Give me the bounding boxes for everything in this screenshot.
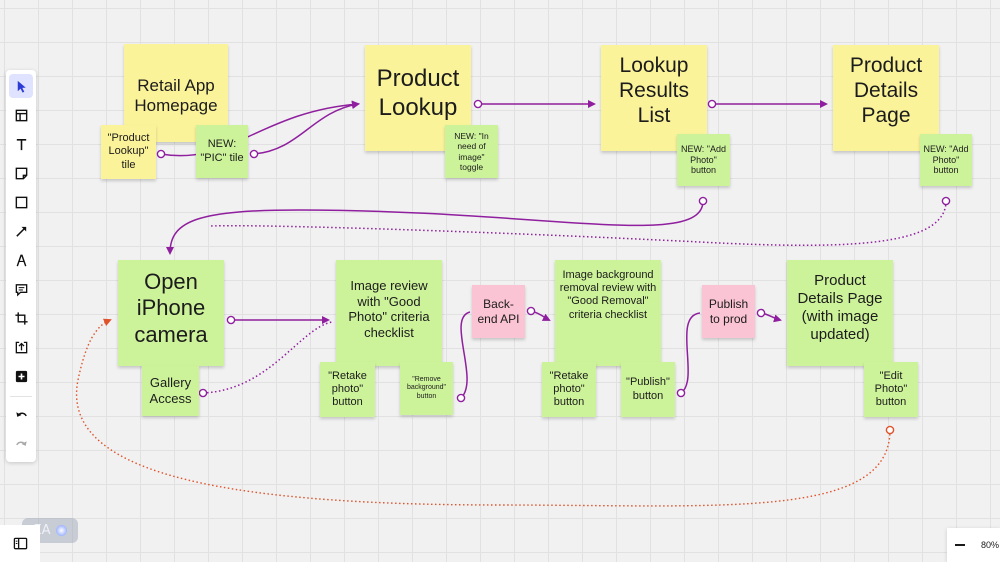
sticky-remove-background-button[interactable]: "Remove background" button <box>400 362 453 415</box>
sticky-lookup-results-list[interactable]: Lookup Results List <box>601 45 707 151</box>
upload-tool-icon[interactable] <box>9 335 33 359</box>
text-tool-icon[interactable] <box>9 132 33 156</box>
sticky-publish-to-prod[interactable]: Publish to prod <box>702 285 755 338</box>
connector-endpoint <box>885 425 895 435</box>
connector-add-photo-to-camera <box>166 200 704 255</box>
connector-api-to-bg-review <box>530 310 551 321</box>
sticky-gallery-access[interactable]: Gallery Access <box>142 366 199 416</box>
zoom-level[interactable]: 80% <box>981 540 1000 550</box>
connector-endpoint <box>456 393 466 403</box>
frame-tool-icon[interactable] <box>9 103 33 127</box>
sticky-retake-photo-button-1[interactable]: "Retake photo" button <box>320 362 375 417</box>
ai-sparkle-icon <box>55 525 67 536</box>
toolbar-separator <box>10 396 32 397</box>
connector-endpoint <box>756 308 766 318</box>
comment-tool-icon[interactable] <box>9 277 33 301</box>
sticky-in-need-of-image-toggle[interactable]: NEW: "In need of image" toggle <box>445 125 498 178</box>
connector-endpoint <box>198 388 208 398</box>
connector-remove-bg-to-api <box>460 311 471 399</box>
select-tool-icon[interactable] <box>9 74 33 98</box>
connector-endpoint <box>226 315 236 325</box>
connector-publish-to-prod <box>680 312 701 394</box>
more-tool-icon[interactable] <box>9 364 33 388</box>
connector-pic-tile-to-product-lookup <box>253 101 360 155</box>
sticky-bg-removal-review[interactable]: Image background removal review with "Go… <box>555 260 661 366</box>
crop-tool-icon[interactable] <box>9 306 33 330</box>
undo-icon[interactable] <box>9 403 33 427</box>
connector-tool-icon[interactable] <box>9 219 33 243</box>
sticky-image-review[interactable]: Image review with "Good Photo" criteria … <box>336 260 442 366</box>
redo-icon[interactable] <box>9 432 33 456</box>
sticky-pic-tile[interactable]: NEW: "PIC" tile <box>196 125 248 178</box>
sticky-publish-button[interactable]: "Publish" button <box>621 362 675 417</box>
zoom-control: 80% <box>947 528 1000 562</box>
connector-endpoint <box>473 99 483 109</box>
connector-endpoint <box>698 196 708 206</box>
left-toolbar <box>6 70 36 462</box>
sticky-open-iphone-camera[interactable]: Open iPhone camera <box>118 260 224 366</box>
panel-toggle-icon <box>13 537 27 550</box>
connector-endpoint <box>941 196 951 206</box>
connector-endpoint <box>249 149 259 159</box>
connector-add-photo-details-to-camera <box>209 200 947 247</box>
minus-icon <box>955 544 965 546</box>
connector-endpoint <box>156 149 166 159</box>
sticky-edit-photo-button[interactable]: "Edit Photo" button <box>864 362 918 417</box>
sticky-product-lookup[interactable]: Product Lookup <box>365 45 471 151</box>
sticky-retake-photo-button-2[interactable]: "Retake photo" button <box>542 362 596 417</box>
sticky-product-details-updated[interactable]: Product Details Page (with image updated… <box>787 260 893 366</box>
zoom-out-button[interactable] <box>947 528 973 562</box>
connector-prod-to-details-updated <box>760 312 782 323</box>
connector-endpoint <box>707 99 717 109</box>
sticky-add-photo-button-results[interactable]: NEW: "Add Photo" button <box>677 134 730 186</box>
shape-tool-icon[interactable] <box>9 190 33 214</box>
sticky-product-details-page[interactable]: Product Details Page <box>833 45 939 151</box>
sticky-note-tool-icon[interactable] <box>9 161 33 185</box>
pen-tool-icon[interactable] <box>9 248 33 272</box>
sticky-product-lookup-tile[interactable]: "Product Lookup" tile <box>101 125 156 179</box>
panel-toggle-button[interactable] <box>0 525 40 562</box>
sticky-add-photo-button-details[interactable]: NEW: "Add Photo" button <box>920 134 972 186</box>
connector-endpoint <box>526 306 536 316</box>
sticky-back-end-api[interactable]: Back-end API <box>472 285 525 338</box>
connector-endpoint <box>676 388 686 398</box>
